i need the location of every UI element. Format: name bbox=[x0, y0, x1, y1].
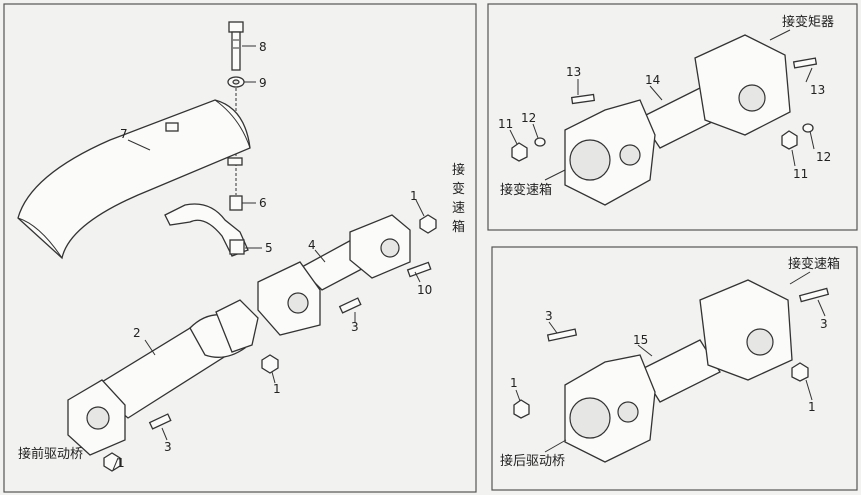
washer-9 bbox=[227, 76, 245, 88]
callout-1-bottom-left: 1 bbox=[510, 376, 518, 390]
bolt-13-left bbox=[570, 93, 596, 105]
guard-cover-7 bbox=[17, 99, 251, 260]
callout-3-bottom-left: 3 bbox=[545, 309, 553, 323]
nut-1-mid bbox=[261, 354, 279, 374]
callout-10: 10 bbox=[417, 283, 432, 297]
callout-11-right: 11 bbox=[793, 167, 808, 181]
callout-5: 5 bbox=[265, 241, 273, 255]
label-gearbox-v3: 速 bbox=[452, 201, 465, 216]
label-gearbox-v1: 接 bbox=[452, 162, 465, 178]
callout-1-bottom-right: 1 bbox=[808, 400, 816, 414]
callout-7: 7 bbox=[120, 127, 128, 141]
callout-8: 8 bbox=[259, 40, 267, 54]
leader-lines-bottom-right bbox=[515, 271, 826, 453]
bolt-13-right bbox=[792, 57, 818, 69]
bolt-10 bbox=[406, 261, 432, 278]
callout-13-right: 13 bbox=[810, 83, 825, 97]
callout-3-low: 3 bbox=[164, 440, 172, 454]
nut-1-left bbox=[513, 399, 530, 419]
callout-3-bottom-right: 3 bbox=[820, 317, 828, 331]
sleeve-6 bbox=[229, 195, 243, 211]
nut-1-top bbox=[419, 214, 437, 234]
bolt-3-low bbox=[148, 413, 172, 430]
leader-lines-top-right bbox=[509, 29, 815, 181]
label-front-axle: 接前驱动桥 bbox=[18, 446, 83, 462]
callout-12-right: 12 bbox=[816, 150, 831, 164]
nut-11-right bbox=[781, 130, 798, 150]
bracket-5 bbox=[164, 203, 249, 257]
label-torque-converter: 接变矩器 bbox=[782, 14, 834, 30]
callout-1-low: 1 bbox=[117, 456, 125, 470]
label-gearbox-v4: 箱 bbox=[452, 219, 465, 235]
bottom-right-panel-frame bbox=[491, 246, 858, 491]
callout-2: 2 bbox=[133, 326, 141, 340]
callout-1-top: 1 bbox=[410, 189, 418, 203]
callout-14: 14 bbox=[645, 73, 660, 87]
shaft-14 bbox=[564, 34, 791, 206]
nut-1-low bbox=[103, 452, 121, 472]
shaft-4 bbox=[257, 214, 411, 336]
nut-11-left bbox=[511, 142, 528, 162]
left-panel-frame bbox=[3, 3, 477, 493]
shaft-15 bbox=[564, 279, 793, 463]
leader-lines-left bbox=[112, 45, 425, 471]
washer-12-right bbox=[802, 123, 814, 133]
bolt-3-right bbox=[798, 287, 830, 303]
bolt-3-left bbox=[546, 328, 578, 342]
callout-11-left: 11 bbox=[498, 117, 513, 131]
washer-12-left bbox=[534, 137, 546, 147]
callout-1-mid: 1 bbox=[273, 382, 281, 396]
callout-4: 4 bbox=[308, 238, 316, 252]
bolt-8 bbox=[228, 21, 244, 71]
callout-15: 15 bbox=[633, 333, 648, 347]
callout-9: 9 bbox=[259, 76, 267, 90]
bolt-3-mid bbox=[338, 297, 362, 314]
shaft-2 bbox=[67, 299, 259, 456]
label-gearbox-top: 接变速箱 bbox=[500, 182, 552, 198]
callout-6: 6 bbox=[259, 196, 267, 210]
label-gearbox-bottom: 接变速箱 bbox=[788, 256, 840, 272]
label-rear-axle: 接后驱动桥 bbox=[500, 453, 565, 469]
callout-12-left: 12 bbox=[521, 111, 536, 125]
nut-1-right bbox=[791, 362, 809, 382]
top-right-panel-frame bbox=[487, 3, 858, 231]
callout-3-mid: 3 bbox=[351, 320, 359, 334]
label-gearbox-v2: 变 bbox=[452, 181, 465, 197]
callout-13-left: 13 bbox=[566, 65, 581, 79]
